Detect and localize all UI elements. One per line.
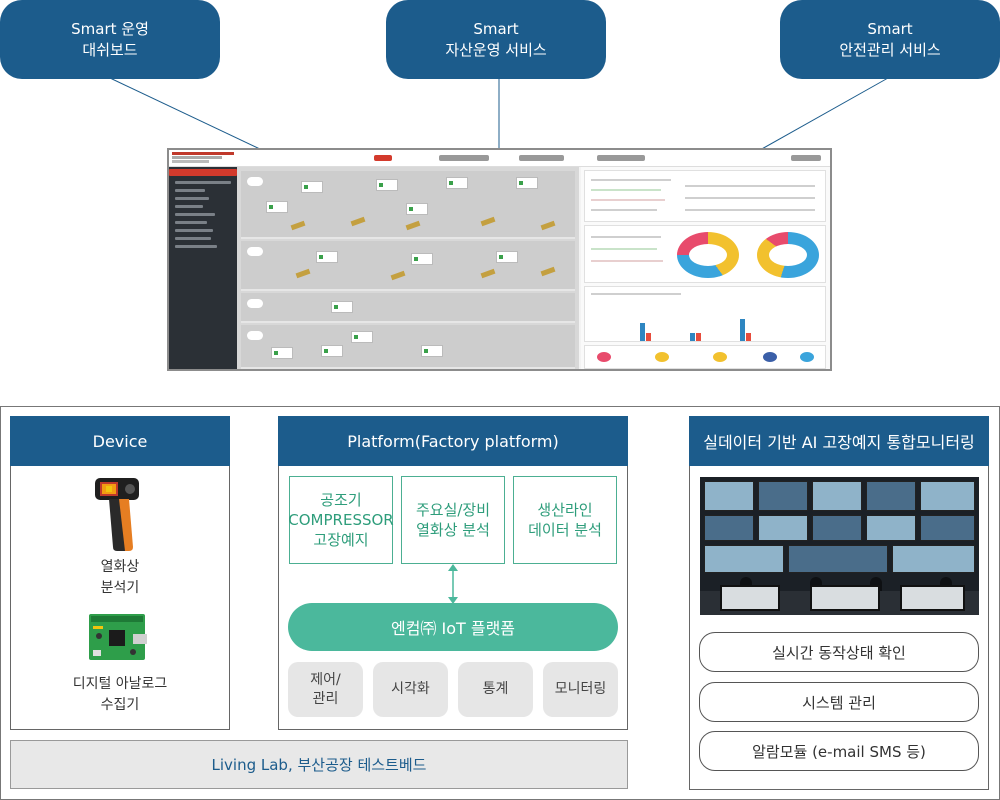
module-line-analysis: 생산라인 데이터 분석 <box>513 476 617 564</box>
iot-platform-bar: 엔컴㈜ IoT 플랫폼 <box>288 603 618 651</box>
connector-lines <box>109 77 889 151</box>
function-visualization: 시각화 <box>373 662 448 717</box>
option-realtime-status: 실시간 동작상태 확인 <box>699 632 979 672</box>
device-column: Device <box>10 416 230 730</box>
control-room-photo <box>700 477 979 615</box>
connector-left <box>109 77 263 151</box>
function-control: 제어/ 관리 <box>288 662 363 717</box>
service-pill-asset: Smart 자산운영 서비스 <box>386 0 606 79</box>
service-pill-line1: Smart <box>867 19 913 38</box>
dashboard-screenshot <box>167 148 832 371</box>
module-thermal-analysis: 주요실/장비 열화상 분석 <box>401 476 505 564</box>
service-pill-line2: 대쉬보드 <box>82 40 138 59</box>
device-label: 디지털 아날로그 수집기 <box>72 676 168 713</box>
device-item-collector: 디지털 아날로그 수집기 <box>10 610 230 716</box>
service-pill-safety: Smart 안전관리 서비스 <box>780 0 1000 79</box>
thermal-camera-icon <box>95 478 139 551</box>
platform-header: Platform(Factory platform) <box>278 416 628 466</box>
service-pill-line1: Smart <box>473 19 519 38</box>
dashboard-stats-panel <box>581 167 830 369</box>
device-label: 열화상 분석기 <box>100 559 140 596</box>
service-pill-line2: 자산운영 서비스 <box>445 40 547 59</box>
function-monitoring: 모니터링 <box>543 662 618 717</box>
dashboard-topbar <box>169 150 830 167</box>
function-statistics: 통계 <box>458 662 533 717</box>
monitoring-header: 실데이터 기반 AI 고장예지 통합모니터링 <box>689 416 989 466</box>
living-lab-bar: Living Lab, 부산공장 테스트베드 <box>10 740 628 789</box>
bidirectional-arrow <box>448 564 458 604</box>
option-alarm-module: 알람모듈 (e-mail SMS 등) <box>699 731 979 771</box>
device-item-thermal: 열화상 분석기 <box>10 475 230 599</box>
dashboard-logo <box>172 152 234 164</box>
service-pill-dashboard: Smart 운영 대쉬보드 <box>0 0 220 79</box>
service-pill-line1: Smart 운영 <box>71 19 149 38</box>
module-compressor: 공조기 COMPRESSOR 고장예지 <box>288 476 394 564</box>
option-system-management: 시스템 관리 <box>699 682 979 722</box>
circuit-board-icon <box>89 614 147 660</box>
device-header: Device <box>10 416 230 466</box>
service-pill-line2: 안전관리 서비스 <box>839 40 941 59</box>
dashboard-floor-plan <box>237 167 579 369</box>
connector-right <box>759 77 889 151</box>
dashboard-sidebar <box>169 167 237 369</box>
